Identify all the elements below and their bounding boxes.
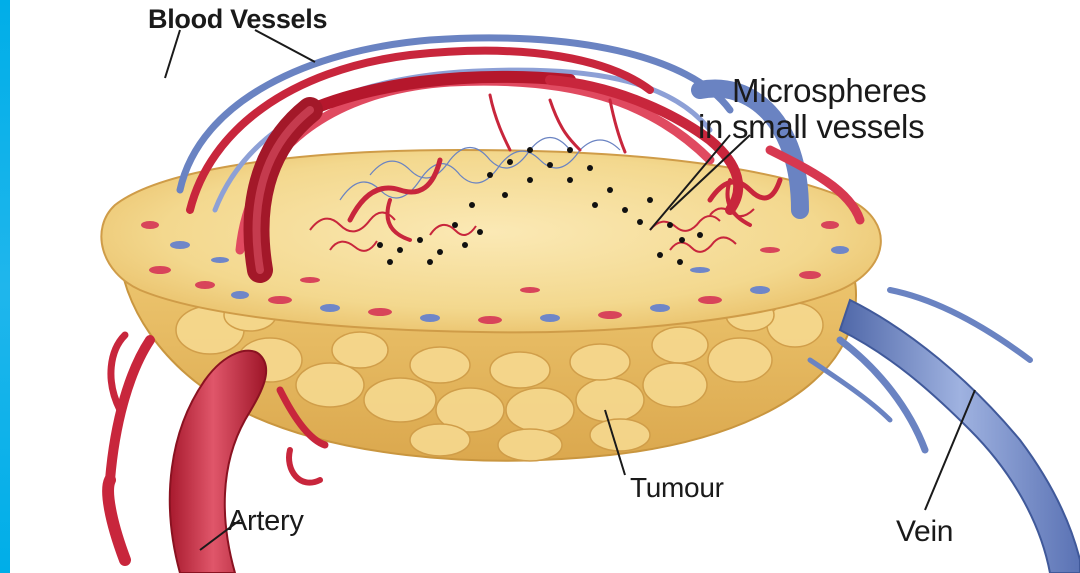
label-vein: Vein — [896, 515, 953, 549]
left-border-band — [0, 0, 10, 573]
label-microspheres-line2: in small vessels — [698, 108, 924, 146]
label-artery: Artery — [228, 505, 304, 538]
label-microspheres-line1: Microspheres — [732, 72, 926, 110]
label-blood-vessels: Blood Vessels — [148, 4, 327, 35]
vein — [840, 300, 1080, 573]
artery — [170, 351, 266, 573]
diagram-frame: Blood Vessels Microspheres in small vess… — [10, 0, 1080, 573]
label-tumour: Tumour — [630, 472, 724, 504]
